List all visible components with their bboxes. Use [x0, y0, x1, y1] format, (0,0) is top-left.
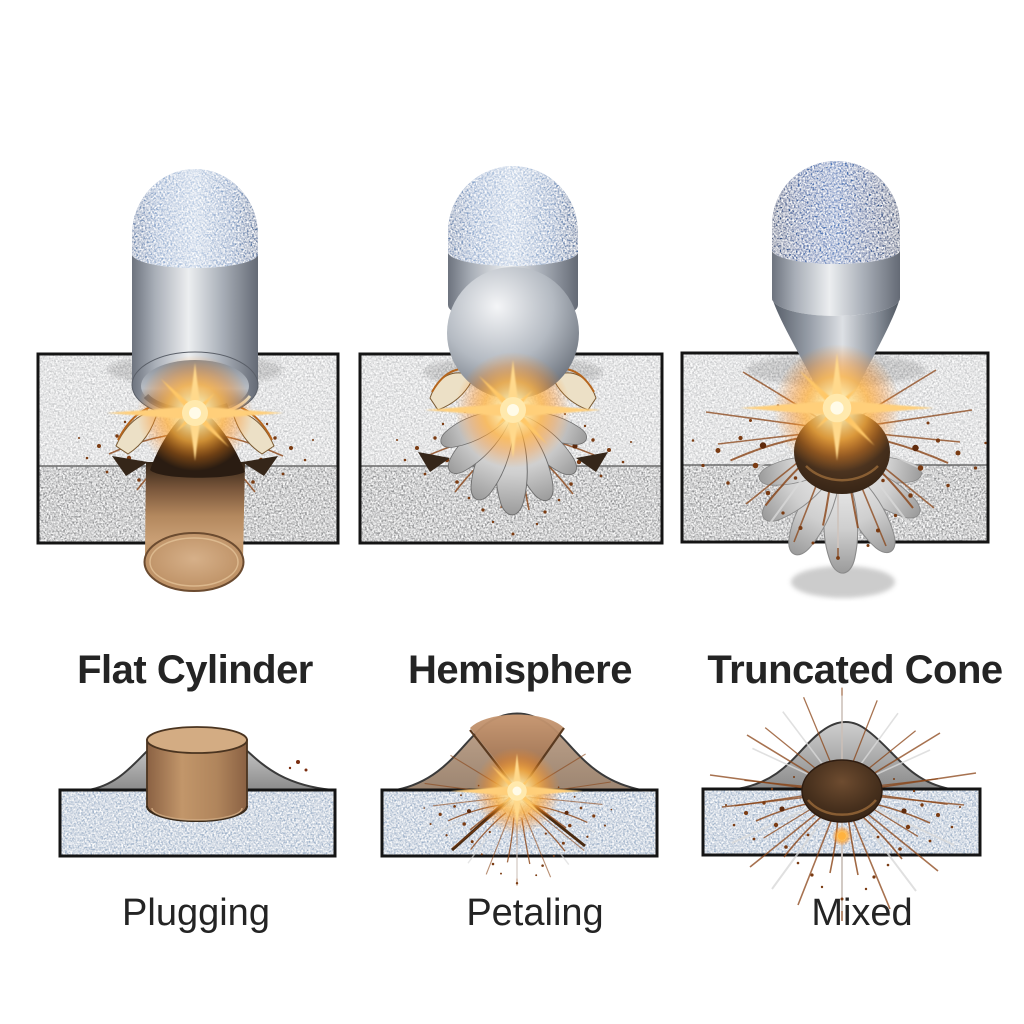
plug-slug — [146, 726, 248, 822]
panel-truncated-cone — [680, 161, 990, 598]
specks-1 — [288, 760, 308, 772]
label-petaling: Petaling — [466, 892, 604, 934]
label-plugging: Plugging — [122, 892, 270, 934]
panel-flat-cylinder — [36, 169, 340, 592]
bulge-mound-3 — [736, 721, 951, 790]
debris-smudge — [791, 566, 895, 598]
glint — [838, 832, 846, 840]
label-flat-cylinder: Flat Cylinder — [77, 648, 313, 692]
diagram-petaling — [380, 712, 659, 887]
embedded-slug — [801, 759, 883, 823]
label-hemisphere: Hemisphere — [408, 648, 632, 692]
diagram-mixed — [701, 686, 982, 922]
panel-hemisphere — [358, 166, 664, 545]
diagram-plugging — [58, 726, 337, 858]
label-mixed: Mixed — [811, 892, 913, 934]
label-truncated-cone: Truncated Cone — [707, 648, 1003, 692]
